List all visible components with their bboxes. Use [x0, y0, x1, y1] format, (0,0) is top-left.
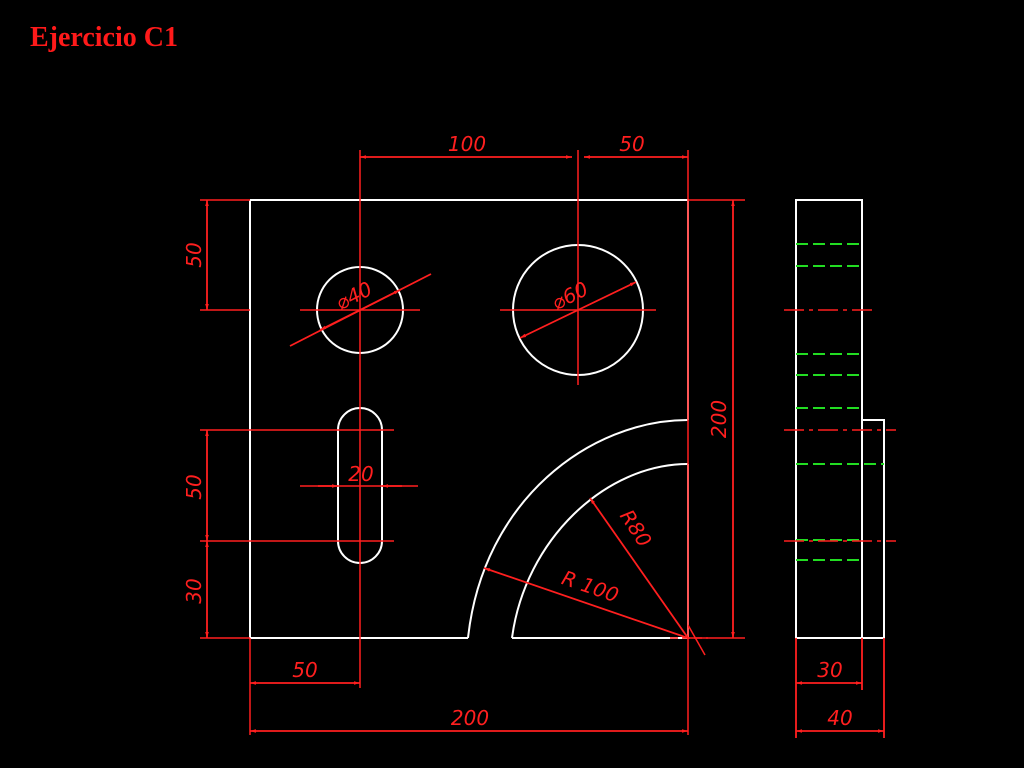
dim-bottom-50: 50 [292, 658, 317, 682]
dim-right-200: 200 [707, 400, 731, 438]
dimension-labels: 100 50 50 50 30 200 50 200 ⌀40 ⌀60 20 R8… [182, 132, 853, 730]
dim-left-30: 30 [182, 578, 206, 603]
page-title: Ejercicio C1 [30, 22, 178, 53]
dim-left-50-mid: 50 [182, 474, 206, 499]
dim-left-50-top: 50 [182, 242, 206, 267]
hidden-lines [796, 243, 884, 561]
dim-top-50: 50 [619, 132, 644, 156]
arc-r80 [511, 463, 689, 639]
dimension-lines [205, 155, 735, 733]
front-view [249, 199, 689, 639]
side-view [784, 199, 896, 738]
dim-top-100: 100 [448, 132, 486, 156]
front-outline [249, 199, 689, 639]
dim-hole-d40: ⌀40 [332, 277, 376, 315]
dim-side-30: 30 [817, 658, 842, 682]
dim-side-40: 40 [827, 706, 852, 730]
arc-r100 [467, 419, 689, 639]
dim-radius-100: R 100 [559, 566, 622, 608]
dim-bottom-200: 200 [451, 706, 489, 730]
dim-hole-d60: ⌀60 [548, 277, 592, 315]
dim-slot-20: 20 [348, 462, 373, 486]
center-lines [200, 150, 745, 735]
